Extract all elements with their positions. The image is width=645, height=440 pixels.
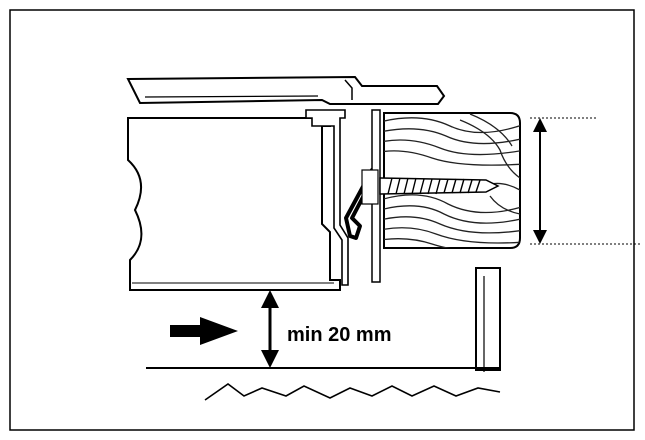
cooktop-glass-plate	[126, 75, 446, 105]
mounting-bracket	[305, 109, 349, 286]
plate-inner-line	[144, 95, 319, 98]
pointer-arrow	[170, 317, 238, 345]
clearance-label: min 20 mm	[287, 324, 392, 346]
screw	[379, 177, 500, 195]
worktop-thickness-dimension	[530, 117, 640, 245]
cabinet-side-wall	[475, 267, 501, 371]
plate-edge-fold	[344, 79, 353, 100]
wooden-worktop	[379, 112, 521, 249]
clearance-dimension-arrow	[261, 290, 279, 368]
break-line	[204, 383, 501, 401]
cooktop-housing	[127, 117, 341, 291]
frame-border	[9, 9, 635, 431]
screw-block	[361, 169, 379, 205]
